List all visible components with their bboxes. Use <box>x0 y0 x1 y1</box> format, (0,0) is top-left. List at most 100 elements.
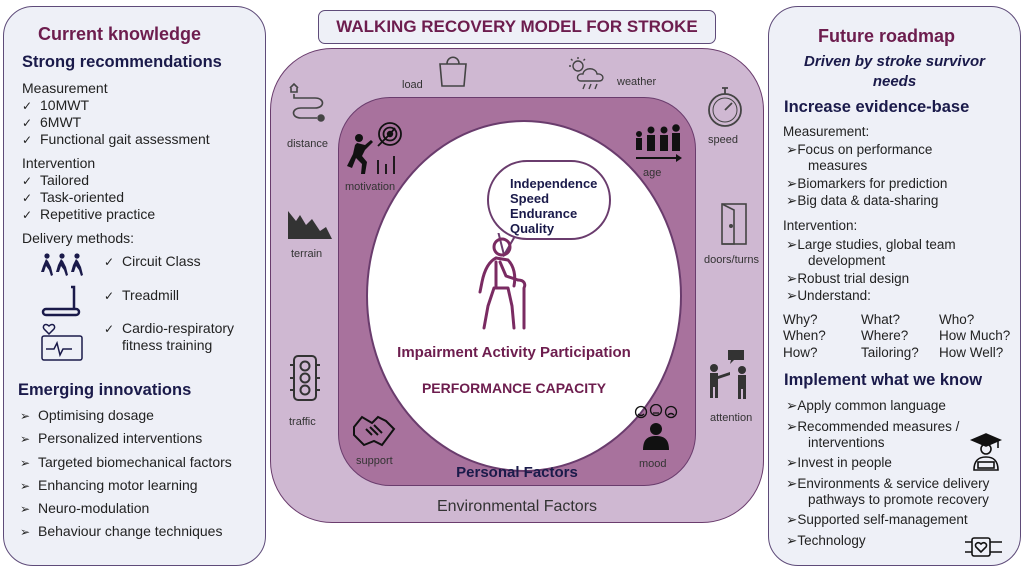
list-item: ✓Functional gait assessment <box>22 131 210 147</box>
list-item: ➢Invest in people <box>786 455 892 470</box>
increase-evidence-heading: Increase evidence-base <box>784 98 970 116</box>
list-item: ✓Tailored <box>22 172 90 188</box>
arrow-bullet-icon: ➢ <box>786 476 798 491</box>
arrow-bullet-icon: ➢ <box>20 432 31 446</box>
check-icon: ✓ <box>104 289 115 303</box>
list-item: ➢Optimising dosage <box>20 407 154 423</box>
treadmill-icon <box>41 285 81 317</box>
roadmap-measurement-label: Measurement: <box>783 124 870 139</box>
arrow-bullet-icon: ➢ <box>20 409 31 423</box>
arrow-bullet-icon: ➢ <box>786 512 798 527</box>
check-icon: ✓ <box>22 174 33 188</box>
delivery-methods-label: Delivery methods: <box>22 230 135 246</box>
list-item-continued: pathways to promote recovery <box>808 492 989 507</box>
question-tailoring: Tailoring? <box>861 345 919 360</box>
factor-label-traffic: traffic <box>289 416 316 428</box>
list-item: ➢Technology <box>786 533 866 548</box>
check-icon: ✓ <box>22 133 33 147</box>
bubble-quality: Quality <box>510 221 555 236</box>
arrow-bullet-icon: ➢ <box>786 142 798 157</box>
attention-people-icon <box>710 350 746 399</box>
measurement-label: Measurement <box>22 80 108 96</box>
arrow-bullet-icon: ➢ <box>786 176 798 191</box>
factor-label-terrain: terrain <box>291 248 323 260</box>
circuit-class-icon <box>41 253 83 276</box>
question-why: Why? <box>783 312 818 327</box>
list-item-continued: fitness training <box>122 337 213 353</box>
list-item: ➢Environments & service delivery <box>786 476 990 491</box>
elderly-walker-icon <box>478 237 527 330</box>
current-knowledge-heading: Current knowledge <box>38 24 202 44</box>
smartwatch-heart-icon <box>965 537 1002 557</box>
environmental-factors-label: Environmental Factors <box>436 498 598 515</box>
list-item: ➢Enhancing motor learning <box>20 477 198 493</box>
factor-label-distance: distance <box>287 138 328 150</box>
graduate-person-icon <box>969 433 1003 471</box>
arrow-bullet-icon: ➢ <box>786 193 798 208</box>
question-how-well: How Well? <box>939 345 1004 360</box>
intervention-label: Intervention <box>22 155 96 171</box>
future-roadmap-panel <box>768 6 1021 566</box>
factor-label-attention: attention <box>710 412 753 424</box>
motivation-target-icon <box>347 122 402 174</box>
list-item-continued: interventions <box>808 435 885 450</box>
arrow-bullet-icon: ➢ <box>786 533 798 548</box>
list-item: ➢Recommended measures / <box>786 419 960 434</box>
check-icon: ✓ <box>22 191 33 205</box>
question-when: When? <box>783 328 826 343</box>
list-item: ➢Robust trial design <box>786 271 910 286</box>
list-item: ➢Biomarkers for prediction <box>786 176 948 191</box>
arrow-bullet-icon: ➢ <box>786 398 798 413</box>
roadmap-intervention-label: Intervention: <box>783 218 858 233</box>
check-icon: ✓ <box>22 116 33 130</box>
question-who: Who? <box>939 312 975 327</box>
age-family-icon <box>636 124 682 162</box>
list-item: ➢Apply common language <box>786 398 946 413</box>
emerging-innovations-heading: Emerging innovations <box>18 381 192 399</box>
list-item: ✓10MWT <box>22 97 89 113</box>
list-item: ✓Repetitive practice <box>22 206 156 222</box>
factor-label-mood: mood <box>639 458 667 470</box>
list-item: ✓Cardio-respiratory <box>104 320 235 336</box>
bubble-endurance: Endurance <box>510 206 578 221</box>
list-item: ✓Task-oriented <box>22 189 125 205</box>
question-what: What? <box>861 312 901 327</box>
list-item: ➢Large studies, global team <box>786 237 956 252</box>
stopwatch-icon <box>708 87 742 127</box>
icf-levels-label: Impairment Activity Participation <box>397 344 631 361</box>
bubble-speed: Speed <box>510 191 550 206</box>
list-item-continued: development <box>808 253 886 268</box>
question-how: How? <box>783 345 818 360</box>
list-item: ✓6MWT <box>22 114 82 130</box>
door-icon <box>721 203 747 245</box>
list-item: ✓Circuit Class <box>104 253 201 269</box>
list-item: ➢Understand: <box>786 288 871 303</box>
list-item-continued: measures <box>808 158 868 173</box>
roadmap-subtitle-line1: Driven by stroke survivor <box>804 53 985 70</box>
load-bag-icon <box>439 56 467 87</box>
terrain-mountain-icon <box>288 211 332 239</box>
arrow-bullet-icon: ➢ <box>786 288 798 303</box>
distance-path-icon <box>289 82 325 122</box>
strong-recommendations-heading: Strong recommendations <box>22 53 222 71</box>
factor-label-speed: speed <box>708 134 738 146</box>
factor-label-age: age <box>643 167 662 179</box>
factor-label-support: support <box>356 455 393 467</box>
list-item: ➢Personalized interventions <box>20 430 203 446</box>
question-where: Where? <box>861 328 909 343</box>
bubble-independence: Independence <box>510 176 598 191</box>
current-knowledge-panel <box>3 6 266 566</box>
question-how-much: How Much? <box>939 328 1011 343</box>
list-item: ➢Big data & data-sharing <box>786 193 939 208</box>
arrow-bullet-icon: ➢ <box>20 525 31 539</box>
performance-capacity-label: PERFORMANCE CAPACITY <box>421 380 607 396</box>
factor-label-doors-turns: doors/turns <box>704 254 760 266</box>
arrow-bullet-icon: ➢ <box>20 456 31 470</box>
arrow-bullet-icon: ➢ <box>786 455 798 470</box>
list-item: ➢Neuro-modulation <box>20 500 150 516</box>
arrow-bullet-icon: ➢ <box>786 271 798 286</box>
implement-heading: Implement what we know <box>784 371 983 389</box>
factor-label-weather: weather <box>617 76 657 88</box>
factor-label-motivation: motivation <box>345 181 396 193</box>
ecg-monitor-icon <box>41 323 83 361</box>
